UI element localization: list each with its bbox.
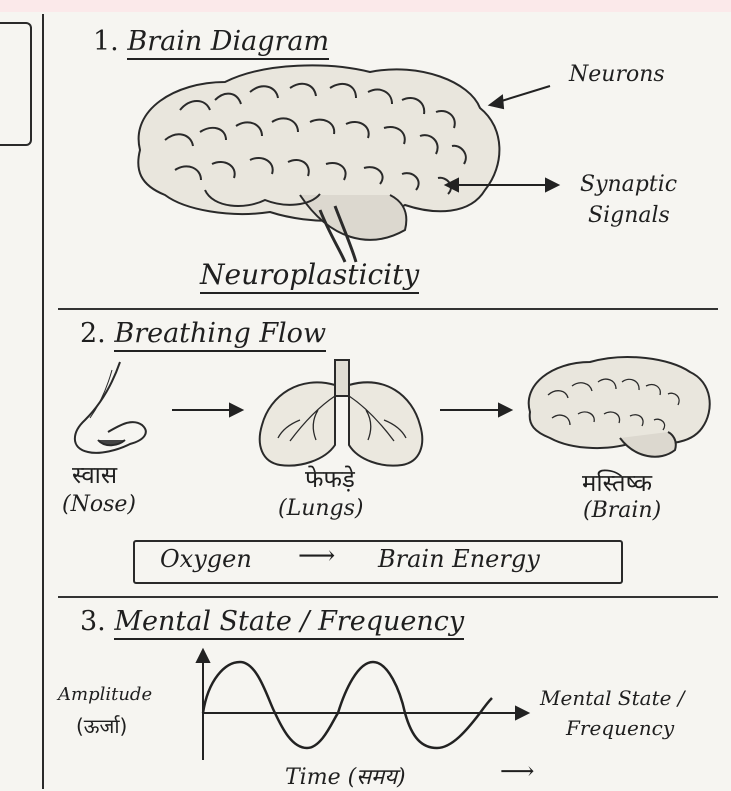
box-right-text: Brain Energy [378,545,540,573]
brain-english-label: (Brain) [583,498,661,523]
time-arrow-icon: ⟶ [500,757,534,785]
lungs-to-brain-arrow-icon [440,404,511,416]
lungs-icon [260,360,423,466]
synaptic-label-line2: Signals [588,203,670,228]
amplitude-label: Amplitude [58,684,152,705]
x-axis-arrow-icon [516,707,528,719]
nose-hindi-label: स्वास [72,458,117,491]
synaptic-label-line1: Synaptic [580,172,677,197]
box-arrow-icon: ⟶ [298,541,335,571]
brain-hindi-label: मस्तिष्क [582,466,652,499]
section2-heading: 2. Breathing Flow [80,318,326,349]
nose-icon [75,362,146,453]
brain-small-icon [529,357,710,457]
nose-to-lungs-arrow-icon [172,404,242,416]
section3-heading: 3. Mental State / Frequency [80,606,464,637]
neuroplasticity-caption: Neuroplasticity [200,258,419,291]
time-label: Time (समय) [285,761,406,791]
section-divider-1 [58,308,718,310]
mental-state-label-line2: Frequency [566,716,674,740]
section3-number: 3. [80,606,106,637]
section-divider-2 [58,596,718,598]
section3-title: Mental State / Frequency [114,606,464,640]
wave-chart [197,650,528,760]
nose-english-label: (Nose) [62,492,136,517]
brain-large-icon [138,65,499,262]
section2-title: Breathing Flow [114,318,326,352]
lungs-hindi-label: फेफड़े [305,462,355,495]
neurons-label: Neurons [569,62,665,87]
lungs-english-label: (Lungs) [278,496,364,521]
y-axis-arrow-icon [197,650,209,662]
mental-state-label-line1: Mental State / [540,686,685,710]
section2-number: 2. [80,318,106,349]
box-left-text: Oxygen [160,545,252,573]
amplitude-hindi-label: (ऊर्जा) [76,712,127,739]
neurons-arrow-icon [490,86,550,108]
wave-line [203,662,492,748]
